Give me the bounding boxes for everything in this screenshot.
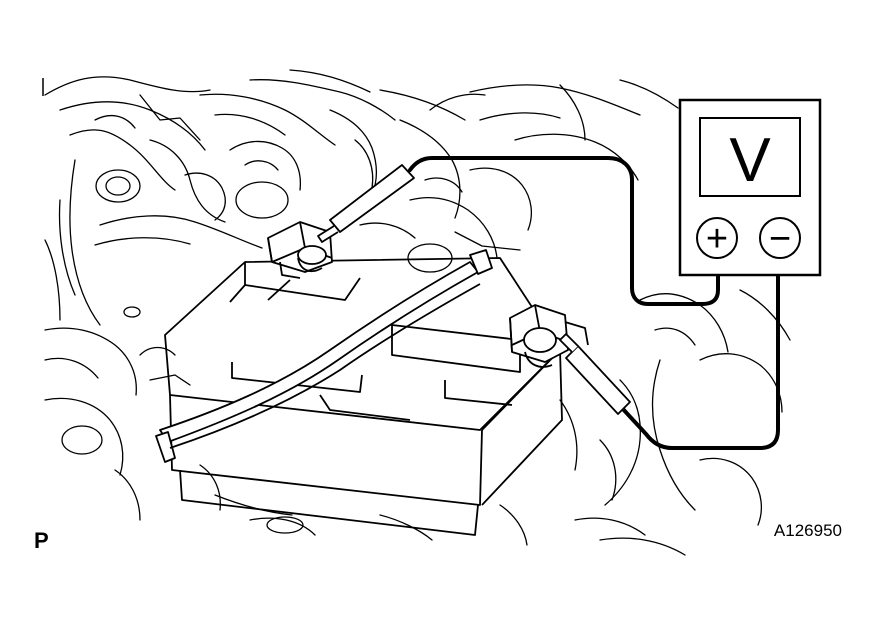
- positive-test-probe: [317, 164, 415, 243]
- negative-test-lead: [620, 273, 780, 450]
- battery: [164, 257, 563, 536]
- battery-hold-down-bar: [155, 249, 493, 463]
- negative-test-probe: [559, 333, 631, 415]
- view-code-label: P: [34, 528, 49, 553]
- positive-terminal-icon: [696, 217, 738, 259]
- negative-terminal-icon: [759, 217, 801, 259]
- voltmeter-display: [699, 117, 801, 197]
- voltmeter: V + −: [678, 98, 822, 277]
- frame-corner-marks: [42, 78, 44, 96]
- positive-test-lead: [408, 156, 720, 306]
- positive-symbol: +: [706, 218, 728, 260]
- figure-id-label: A126950: [774, 521, 842, 540]
- engine-compartment-lineart: [44, 69, 791, 556]
- negative-battery-terminal: [509, 304, 589, 368]
- negative-symbol: −: [769, 218, 791, 260]
- voltmeter-unit-symbol: V: [729, 126, 771, 195]
- positive-battery-terminal: [267, 221, 333, 279]
